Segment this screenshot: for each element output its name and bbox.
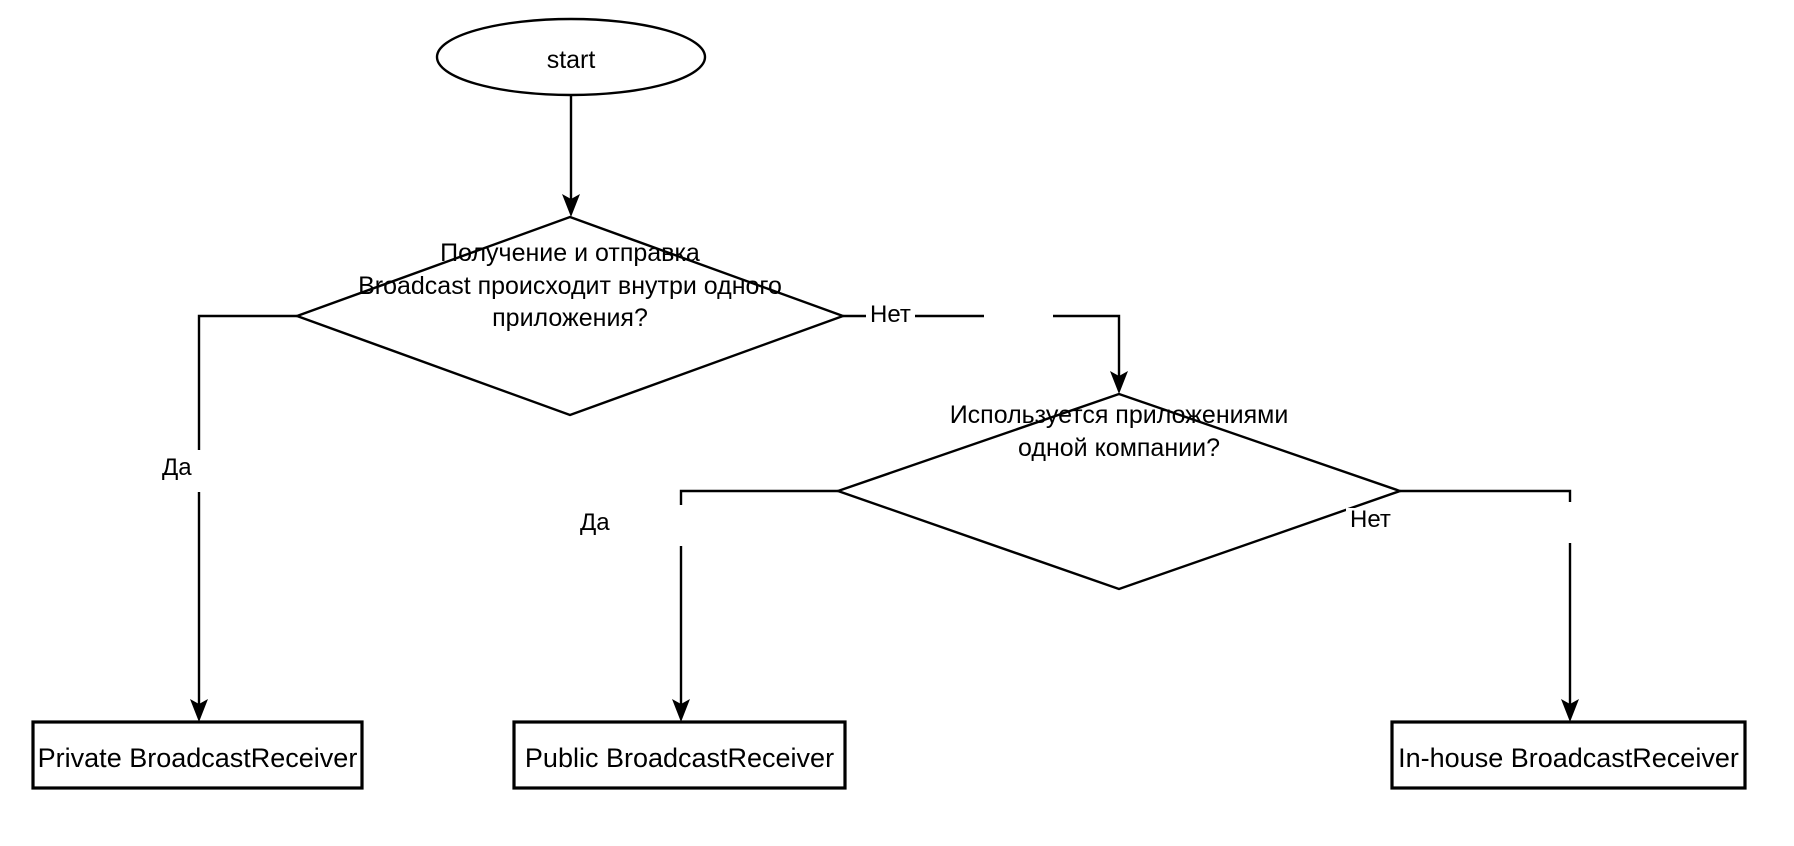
arrowhead-decision-2-no	[1561, 699, 1579, 722]
edge-decision-2-yes-segment-a	[679, 489, 838, 505]
edge-decision-1-no-segment-b	[1053, 314, 1121, 383]
edge-label-decision-1-yes: Да	[158, 456, 196, 480]
result-inhouse-shape[interactable]	[1390, 720, 1747, 790]
arrowhead-decision-1-no	[1110, 371, 1128, 394]
edge-label-decision-2-no: Нет	[1346, 508, 1395, 532]
decision-2-shape[interactable]	[834, 392, 1404, 591]
edge-label-decision-2-yes: Да	[576, 511, 614, 535]
edge-decision-2-no-segment-a	[1400, 489, 1572, 502]
result-private-shape[interactable]	[31, 720, 364, 790]
start-node-shape[interactable]	[435, 17, 707, 97]
decision-1-shape[interactable]	[293, 215, 847, 417]
result-public-shape[interactable]	[512, 720, 847, 790]
arrowhead-start-to-decision-1	[562, 194, 580, 217]
arrowhead-decision-1-yes	[190, 699, 208, 722]
arrowhead-decision-2-yes	[672, 699, 690, 722]
edge-label-decision-1-no: Нет	[866, 303, 915, 327]
edge-decision-1-yes-segment-a	[197, 314, 297, 450]
